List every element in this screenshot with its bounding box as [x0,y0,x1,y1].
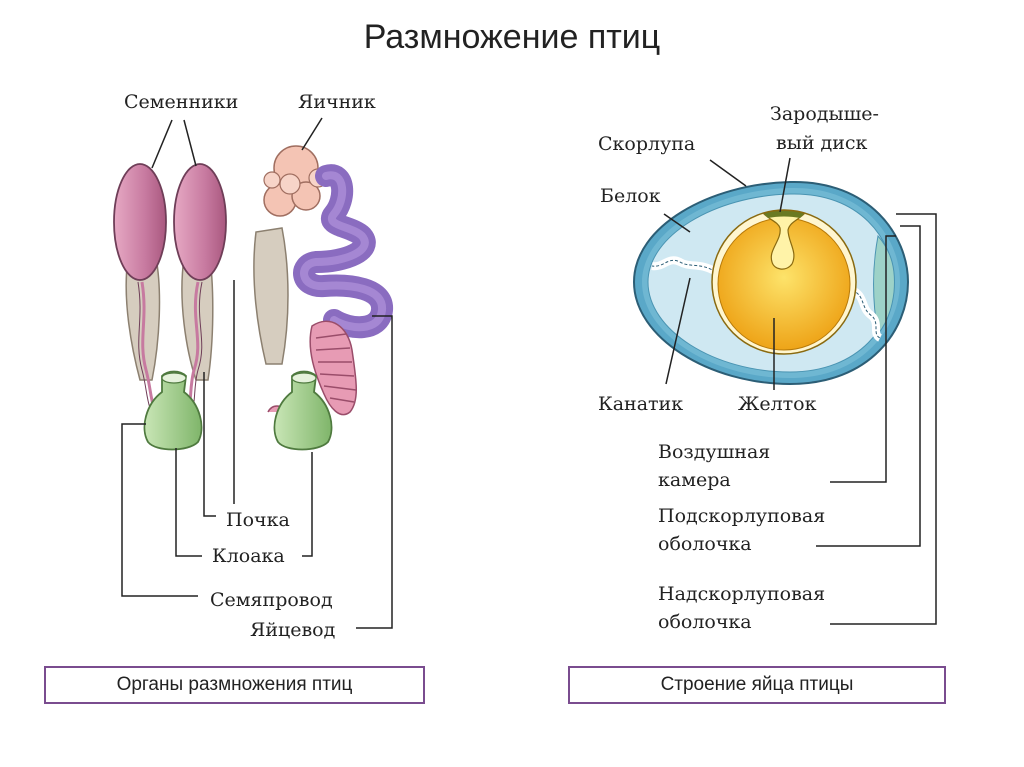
female-organs [253,145,393,451]
page-title: Размножение птиц [363,18,661,56]
label-outer-membrane-2: оболочка [658,611,752,633]
testis-left [113,163,167,281]
egg [632,180,910,386]
caption-egg: Строение яйца птицы [568,666,946,704]
label-inner-membrane-2: оболочка [658,533,752,555]
uterus [309,320,358,416]
label-oviduct: Яйцевод [250,619,335,641]
ovary [263,145,328,217]
male-cloaca-opening [161,372,187,384]
label-outer-membrane-1: Надскорлуповая [658,583,825,605]
egg-leader-lines [663,157,937,625]
label-shell: Скорлупа [598,133,695,155]
organ-leader-lines [121,117,393,629]
male-organs [113,163,227,451]
label-testes: Семенники [124,91,238,113]
label-cloaca: Клоака [212,545,285,567]
label-vas-deferens: Семяпровод [210,589,333,611]
label-yolk: Желток [738,393,817,415]
label-chalaza: Канатик [598,393,683,415]
female-kidney [253,227,289,365]
label-air-cell-1: Воздушная [658,441,770,463]
label-germinal-disc-2: вый диск [776,132,868,154]
label-germinal-disc-1: Зародыше- [770,103,879,125]
label-kidney: Почка [226,509,290,531]
female-cloaca [273,370,333,451]
testis-right [173,163,227,281]
label-air-cell-2: камера [658,469,731,491]
caption-organs: Органы размножения птиц [44,666,425,704]
label-albumen: Белок [600,185,661,207]
label-ovary: Яичник [298,91,376,113]
label-inner-membrane-1: Подскорлуповая [658,505,825,527]
male-cloaca [143,370,203,451]
